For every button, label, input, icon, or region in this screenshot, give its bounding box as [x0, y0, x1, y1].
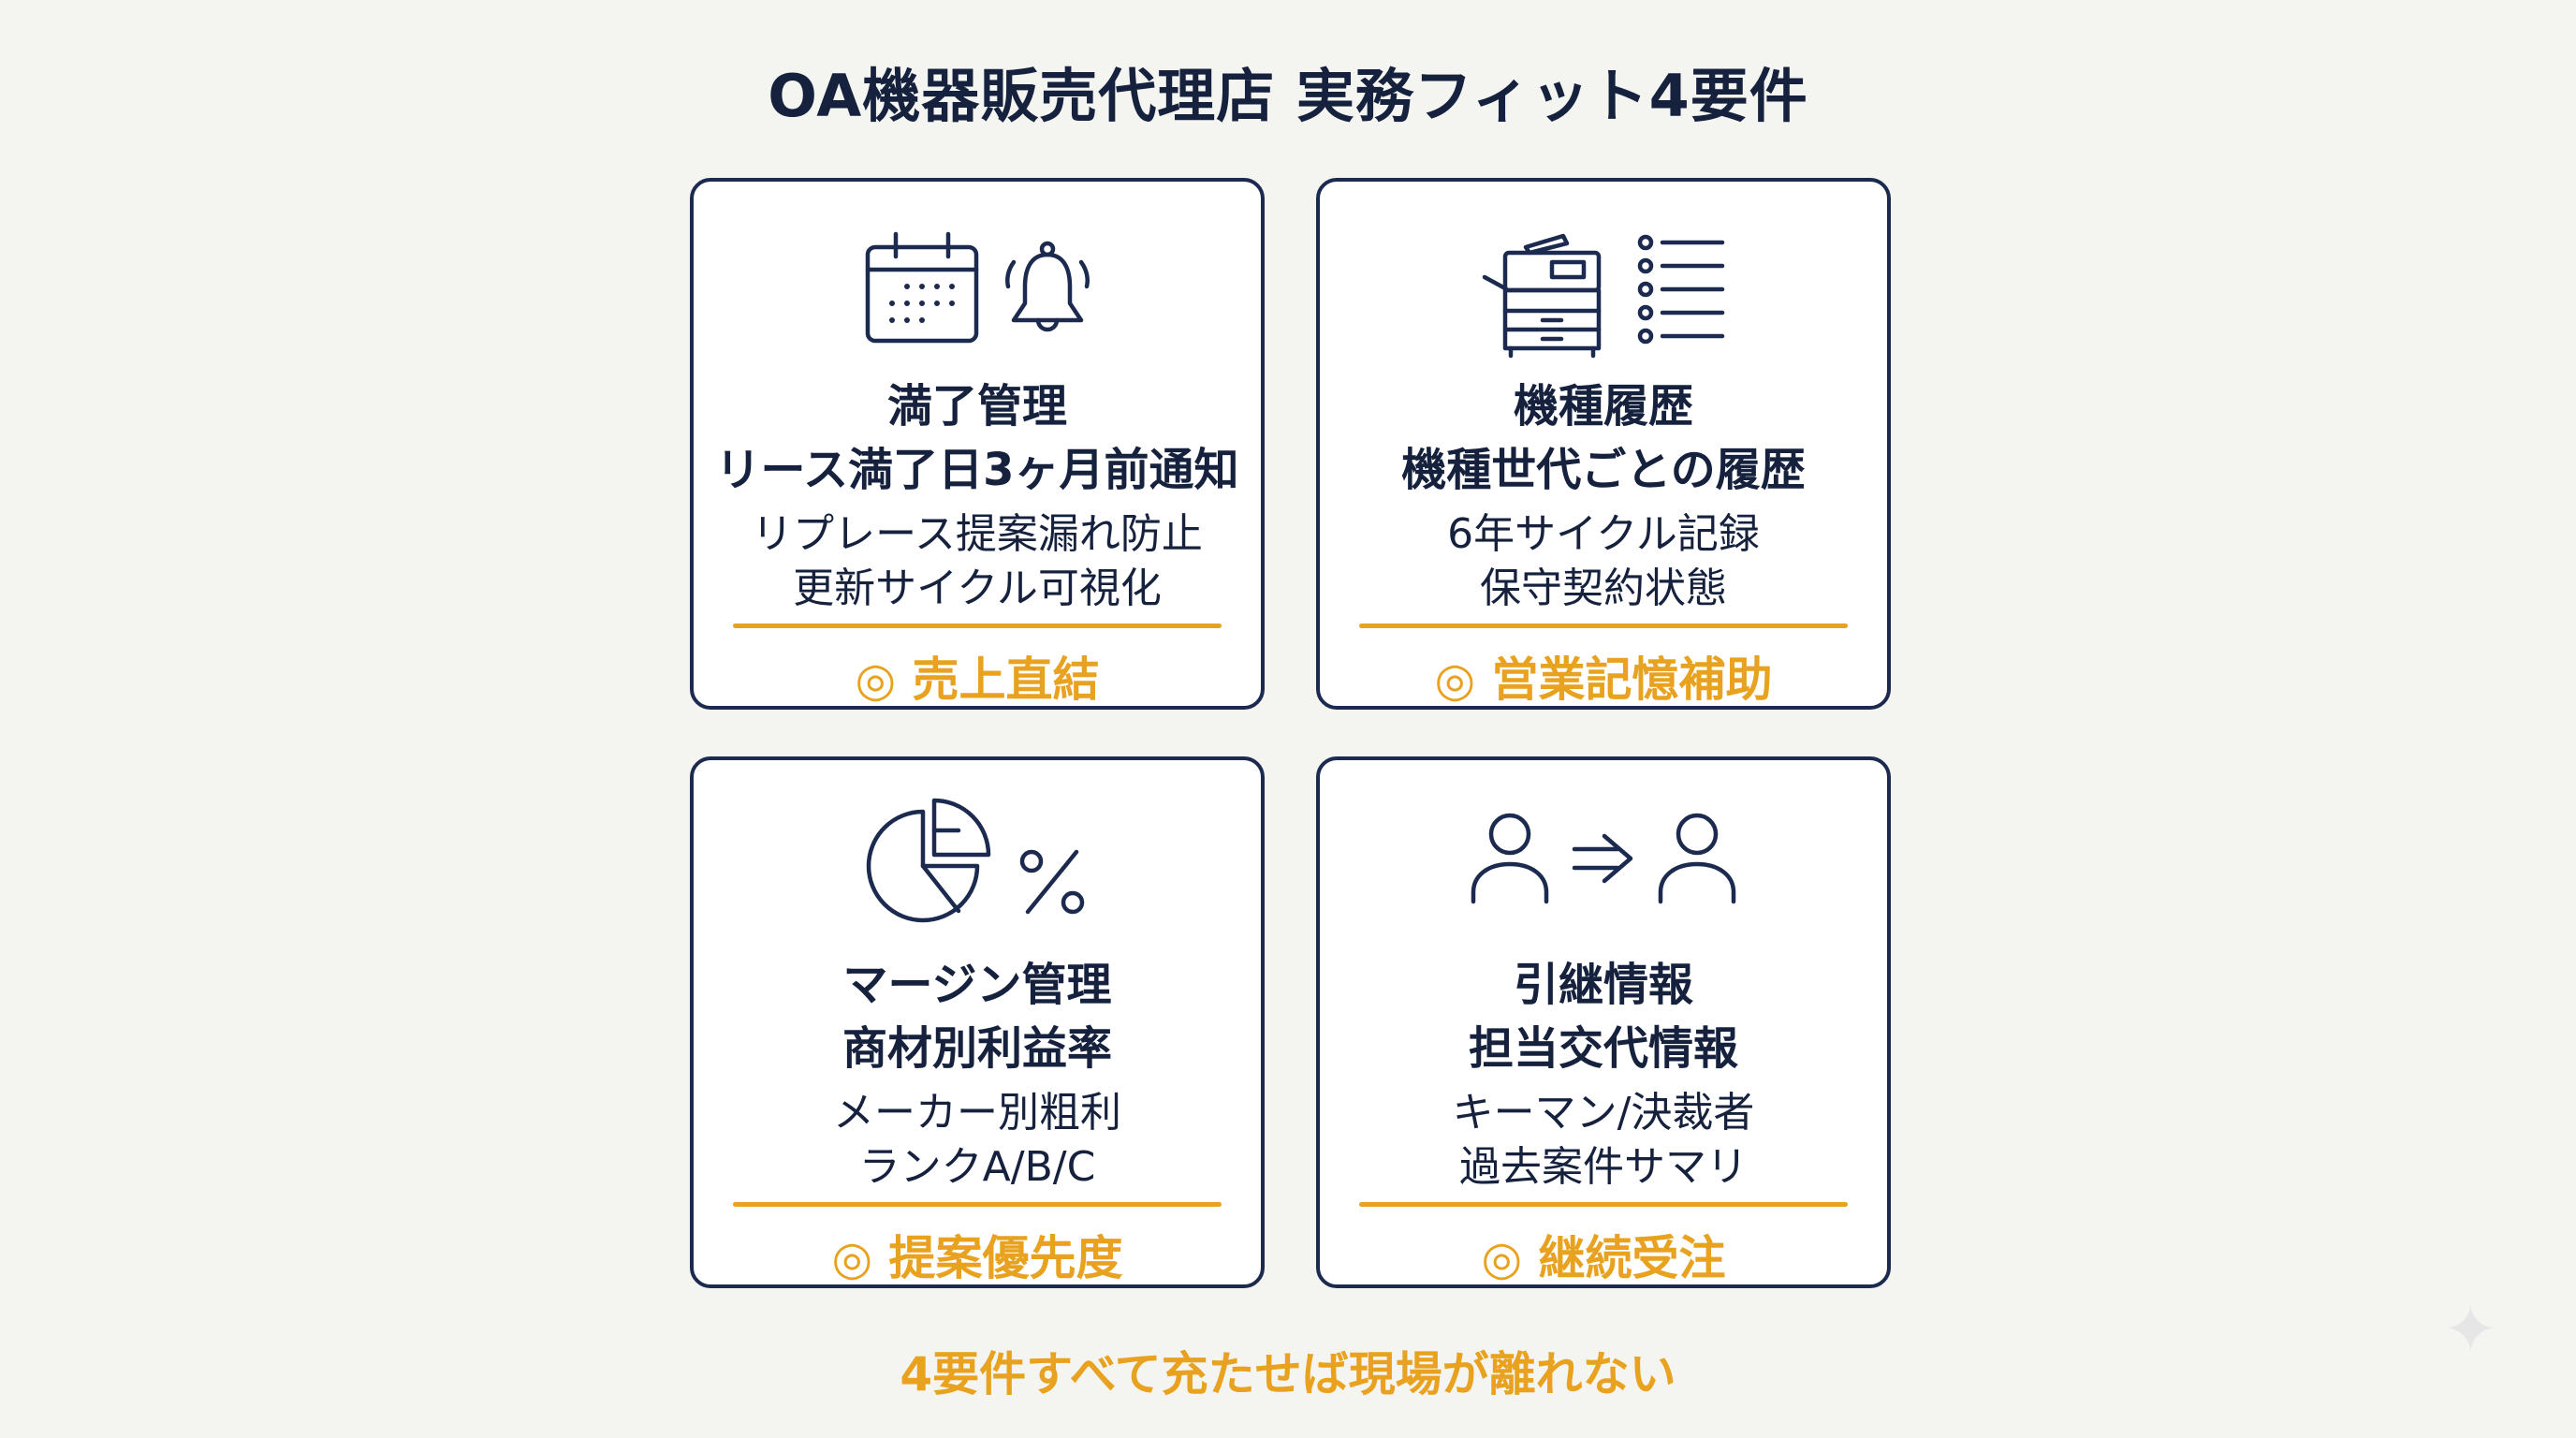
copier-icon: [1482, 233, 1602, 359]
card-benefit-tag: ◎ 営業記憶補助: [1434, 653, 1773, 707]
card-model-history: 機種履歴 機種世代ごとの履歴 6年サイクル記録 保守契約状態 ◎ 営業記憶補助: [1316, 178, 1891, 710]
card-benefit-tag: ◎ 売上直結: [855, 653, 1100, 707]
percent-icon: [1019, 849, 1085, 915]
card-heading: 機種履歴: [1513, 380, 1693, 433]
calendar-icon: [865, 231, 979, 344]
divider: [733, 1202, 1222, 1207]
card-detail: リプレース提案漏れ防止: [752, 510, 1203, 558]
handover-arrow-icon: [1572, 833, 1633, 884]
card-margin-management: マージン管理 商材別利益率 メーカー別粗利 ランクA/B/C ◎ 提案優先度: [690, 756, 1265, 1288]
card-subheading: リース満了日3ヶ月前通知: [715, 444, 1239, 496]
card-benefit-tag: ◎ 継続受注: [1481, 1231, 1726, 1285]
user-icon: [1471, 813, 1549, 904]
card-subheading: 機種世代ごとの履歴: [1401, 444, 1806, 496]
bell-icon: [1005, 241, 1090, 332]
user-icon: [1658, 813, 1736, 904]
card-heading: 満了管理: [886, 380, 1067, 433]
card-detail: 保守契約状態: [1480, 565, 1727, 612]
card-benefit-tag: ◎ 提案優先度: [831, 1231, 1123, 1285]
divider: [1359, 1202, 1848, 1207]
card-detail: キーマン/決裁者: [1452, 1089, 1755, 1137]
footer-summary: 4要件すべて充たせば現場が離れない: [900, 1347, 1676, 1401]
card-detail: 6年サイクル記録: [1447, 510, 1760, 558]
card-heading: マージン管理: [842, 959, 1112, 1011]
list-icon: [1637, 234, 1725, 345]
divider: [733, 624, 1222, 628]
card-detail: 過去案件サマリ: [1459, 1143, 1748, 1191]
card-handover-info: 引継情報 担当交代情報 キーマン/決裁者 過去案件サマリ ◎ 継続受注: [1316, 756, 1891, 1288]
pie-chart-icon: [866, 798, 991, 923]
card-subheading: 商材別利益率: [842, 1022, 1112, 1075]
card-subheading: 担当交代情報: [1468, 1022, 1738, 1075]
divider: [1359, 624, 1848, 628]
card-expiry-management: 満了管理 リース満了日3ヶ月前通知 リプレース提案漏れ防止 更新サイクル可視化 …: [690, 178, 1265, 710]
card-detail: メーカー別粗利: [833, 1089, 1121, 1137]
page-title: OA機器販売代理店 実務フィット4要件: [768, 62, 1808, 130]
card-detail: 更新サイクル可視化: [793, 565, 1162, 612]
card-heading: 引継情報: [1513, 959, 1693, 1011]
card-detail: ランクA/B/C: [858, 1143, 1096, 1191]
sparkle-icon: ✦: [2443, 1291, 2498, 1368]
